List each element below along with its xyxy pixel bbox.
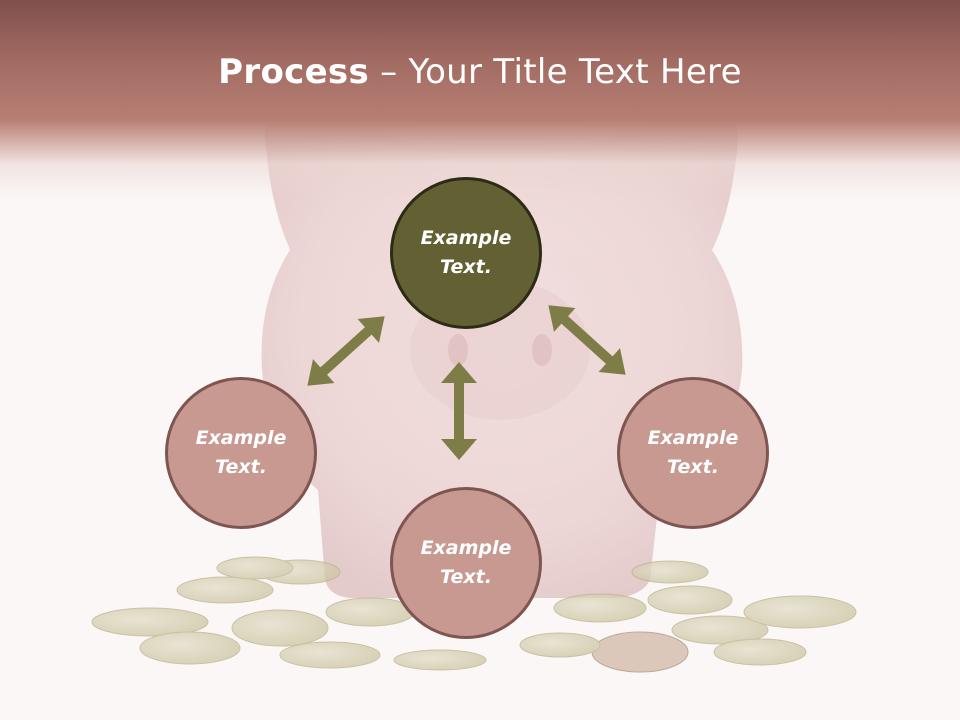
arrow-top-right	[548, 305, 626, 375]
title-bold: Process	[218, 52, 370, 92]
node-bottom-line2: Text.	[440, 566, 492, 588]
node-bottom-line1: Example	[420, 537, 512, 559]
arrow-center-vertical	[441, 362, 477, 460]
slide-title: Process – Your Title Text Here	[0, 52, 960, 92]
node-right-line2: Text.	[667, 456, 719, 478]
title-rest: Your Title Text Here	[408, 52, 742, 92]
node-right-line1: Example	[647, 427, 739, 449]
node-right[interactable]: Example Text.	[617, 377, 769, 529]
node-top[interactable]: Example Text.	[390, 177, 542, 329]
node-left-line1: Example	[195, 427, 287, 449]
header-band	[0, 0, 960, 200]
arrow-top-left	[307, 316, 385, 386]
node-left-line2: Text.	[215, 456, 267, 478]
node-left[interactable]: Example Text.	[165, 377, 317, 529]
title-separator: –	[369, 52, 409, 92]
node-top-line1: Example	[420, 227, 512, 249]
node-top-line2: Text.	[440, 256, 492, 278]
node-bottom[interactable]: Example Text.	[390, 487, 542, 639]
coin-pile	[91, 556, 857, 673]
